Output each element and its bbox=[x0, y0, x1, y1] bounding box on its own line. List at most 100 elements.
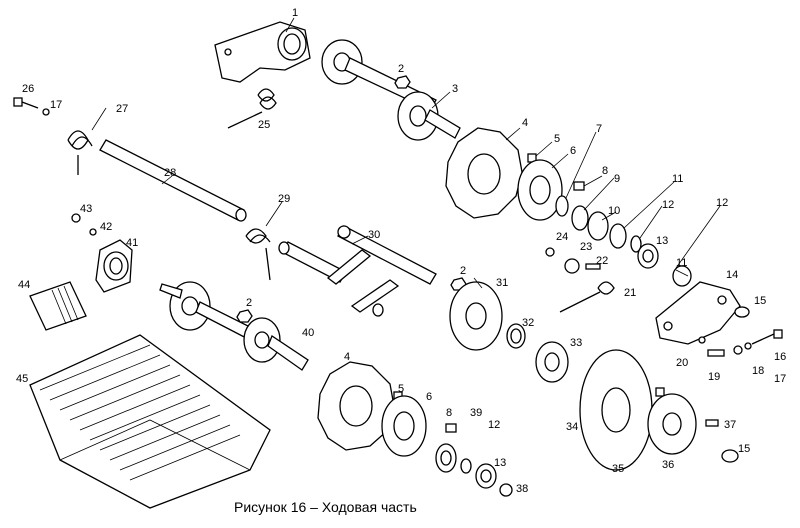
label-33: 33 bbox=[570, 337, 582, 349]
part-bolt-16 bbox=[751, 329, 783, 345]
label-27: 27 bbox=[116, 103, 128, 115]
figure-caption: Рисунок 16 – Ходовая часть bbox=[234, 499, 417, 515]
label-13: 13 bbox=[656, 235, 668, 247]
label-36: 36 bbox=[662, 459, 674, 471]
label-8: 8 bbox=[446, 407, 452, 419]
label-32: 32 bbox=[522, 317, 534, 329]
part-hub-36 bbox=[647, 393, 697, 455]
part-sprocket-4b bbox=[317, 361, 395, 451]
part-housing bbox=[214, 21, 311, 83]
part-ring-7 bbox=[555, 195, 569, 217]
part-bearing-33 bbox=[535, 341, 569, 383]
part-bearing-13b bbox=[475, 463, 497, 489]
part-disc-34 bbox=[579, 349, 653, 471]
part-lever-14 bbox=[655, 281, 741, 345]
part-cap-15b bbox=[721, 449, 739, 463]
label-2: 2 bbox=[398, 63, 404, 75]
part-bolt-8a bbox=[573, 181, 585, 191]
label-12: 12 bbox=[488, 419, 500, 431]
part-track-45 bbox=[29, 334, 271, 509]
label-37: 37 bbox=[724, 419, 736, 431]
part-sprocket-4a bbox=[445, 127, 523, 219]
label-17: 17 bbox=[774, 373, 786, 385]
part-ring-39 bbox=[435, 443, 457, 473]
label-2: 2 bbox=[460, 265, 466, 277]
part-bolt-8b bbox=[445, 423, 457, 433]
label-11: 11 bbox=[676, 257, 687, 269]
part-spring-29 bbox=[245, 228, 271, 281]
label-24: 24 bbox=[556, 231, 568, 243]
label-44: 44 bbox=[18, 279, 30, 291]
part-flange-41 bbox=[95, 239, 133, 293]
label-26: 26 bbox=[22, 83, 34, 95]
part-cap-15a bbox=[734, 306, 750, 318]
label-31: 31 bbox=[496, 277, 508, 289]
label-15: 15 bbox=[754, 295, 766, 307]
label-5: 5 bbox=[398, 383, 404, 395]
part-bolt-26 bbox=[13, 97, 50, 116]
label-41: 41 bbox=[126, 237, 138, 249]
label-10: 10 bbox=[608, 205, 620, 217]
label-3: 3 bbox=[452, 83, 458, 95]
part-ring-10 bbox=[587, 211, 609, 241]
part-washer-17b bbox=[744, 342, 752, 350]
part-ring-23 bbox=[564, 258, 580, 274]
label-5: 5 bbox=[554, 133, 560, 145]
label-43: 43 bbox=[80, 203, 92, 215]
label-40: 40 bbox=[302, 327, 314, 339]
part-axle-40 bbox=[159, 281, 309, 371]
label-7: 7 bbox=[596, 123, 602, 135]
part-frame-30 bbox=[278, 225, 437, 317]
part-ring-11b bbox=[672, 265, 692, 287]
part-nut-2a bbox=[394, 75, 411, 89]
part-disc-6b bbox=[381, 395, 427, 457]
label-35: 35 bbox=[612, 463, 624, 475]
part-spring-25 bbox=[227, 88, 277, 129]
label-2: 2 bbox=[246, 297, 252, 309]
part-axle-3 bbox=[321, 39, 461, 141]
label-18: 18 bbox=[752, 365, 764, 377]
label-29: 29 bbox=[278, 193, 290, 205]
label-21: 21 bbox=[624, 287, 636, 299]
label-4: 4 bbox=[522, 117, 528, 129]
part-nut-24 bbox=[545, 247, 555, 257]
label-6: 6 bbox=[426, 391, 432, 403]
part-bolt-19 bbox=[707, 349, 725, 357]
part-spring-27 bbox=[67, 130, 93, 175]
label-13: 13 bbox=[494, 457, 506, 469]
label-12: 12 bbox=[662, 199, 674, 211]
label-19: 19 bbox=[708, 371, 720, 383]
part-plate-44 bbox=[29, 281, 87, 331]
part-ring-11a bbox=[609, 223, 627, 249]
part-ring-9 bbox=[571, 205, 589, 231]
part-spring-21 bbox=[559, 281, 615, 313]
label-45: 45 bbox=[16, 373, 28, 385]
leader-lines bbox=[91, 17, 721, 289]
part-nut-2b bbox=[236, 309, 253, 323]
label-28: 28 bbox=[164, 167, 176, 179]
label-25: 25 bbox=[258, 119, 270, 131]
label-12: 12 bbox=[716, 197, 728, 209]
label-34: 34 bbox=[566, 421, 578, 433]
label-38: 38 bbox=[516, 483, 528, 495]
label-39: 39 bbox=[470, 407, 482, 419]
label-15: 15 bbox=[738, 443, 750, 455]
label-9: 9 bbox=[614, 173, 620, 185]
label-17: 17 bbox=[50, 99, 62, 111]
part-labels: 1 2 2 2 3 4 4 5 5 6 6 7 8 8 9 10 11 11 1… bbox=[16, 7, 786, 495]
part-stud-35 bbox=[655, 387, 665, 397]
label-16: 16 bbox=[774, 351, 786, 363]
part-ring-38 bbox=[499, 483, 513, 497]
label-20: 20 bbox=[676, 357, 688, 369]
part-bolt-37 bbox=[705, 419, 719, 427]
part-washer-42 bbox=[89, 228, 97, 236]
part-tube-28 bbox=[99, 139, 247, 222]
part-ring-12a bbox=[630, 235, 642, 253]
part-disc-6a bbox=[517, 159, 563, 221]
label-30: 30 bbox=[368, 229, 380, 241]
label-42: 42 bbox=[100, 221, 112, 233]
part-pin-22 bbox=[585, 263, 601, 270]
part-disc-31 bbox=[449, 281, 503, 351]
part-washer-20 bbox=[698, 336, 706, 344]
